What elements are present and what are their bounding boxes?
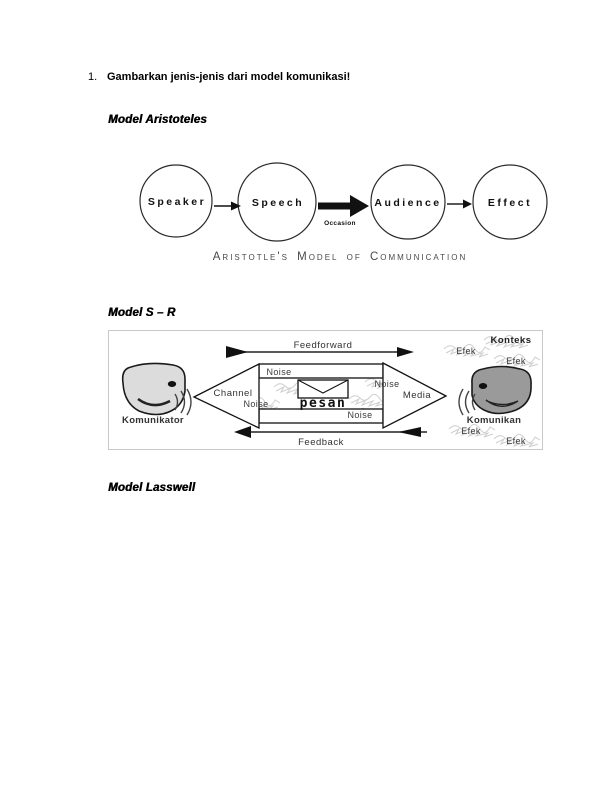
arrow-speaker-speech: [214, 201, 241, 211]
feedback-arrow: [234, 426, 427, 438]
komunikan-label: Komunikan: [467, 415, 521, 426]
feedforward-label: Feedforward: [294, 340, 353, 351]
noise-label-left: Noise: [243, 399, 268, 409]
node-circle-effect: [472, 164, 548, 240]
komunikator-figure: [121, 362, 192, 416]
question-text: Gambarkan jenis-jenis dari model komunik…: [107, 71, 351, 83]
sound-waves-right-icon: [174, 388, 192, 416]
block-arrow-left: [192, 362, 260, 430]
node-circle-speech: [237, 162, 317, 242]
konteks-label: Konteks: [491, 335, 532, 346]
node-label-speaker: Speaker: [148, 196, 206, 208]
feedback-label: Feedback: [298, 437, 344, 448]
node-circle-speaker: [139, 164, 213, 238]
noise-label-bottom: Noise: [347, 410, 372, 420]
efek-label-1: Efek: [456, 346, 476, 356]
komunikator-label: Komunikator: [122, 415, 184, 426]
block-arrow-right: [382, 361, 448, 430]
heading-model-aristoteles: Model Aristoteles: [108, 114, 207, 126]
efek-label-4: Efek: [506, 436, 526, 446]
message-label: pesan: [300, 396, 347, 411]
media-label: Media: [403, 390, 432, 401]
node-label-audience: Audience: [374, 197, 441, 209]
sr-model-image: Feedforward Feedback pesan Channel Media…: [108, 330, 543, 450]
aristotle-caption: Aristotle's Model of Communication: [212, 251, 468, 263]
aristotle-diagram: Speaker Speech Audience Effect Occasion: [139, 162, 548, 242]
feedforward-arrow: [226, 346, 414, 358]
arrow-speech-audience-thick: [318, 195, 369, 217]
node-label-effect: Effect: [488, 197, 532, 209]
heading-model-lasswell: Model Lasswell: [108, 482, 196, 494]
channel-label: Channel: [214, 388, 253, 399]
node-label-speech: Speech: [252, 197, 304, 209]
efek-label-3: Efek: [461, 426, 481, 436]
node-circle-audience: [370, 164, 446, 240]
sound-waves-left-icon: [458, 388, 476, 416]
heading-model-s-r: Model S – R: [108, 307, 176, 319]
noise-label-top: Noise: [266, 367, 291, 377]
komunikan-figure: [458, 365, 532, 416]
envelope-icon: [297, 379, 349, 399]
arrow-audience-effect: [447, 199, 472, 209]
question-item: 1. Gambarkan jenis-jenis dari model komun…: [88, 71, 350, 83]
question-number: 1.: [88, 71, 98, 83]
sr-diagram: Feedforward Feedback pesan Channel Media…: [121, 334, 541, 448]
occasion-label: Occasion: [324, 220, 356, 227]
efek-label-2: Efek: [506, 356, 526, 366]
noise-label-right: Noise: [374, 379, 399, 389]
